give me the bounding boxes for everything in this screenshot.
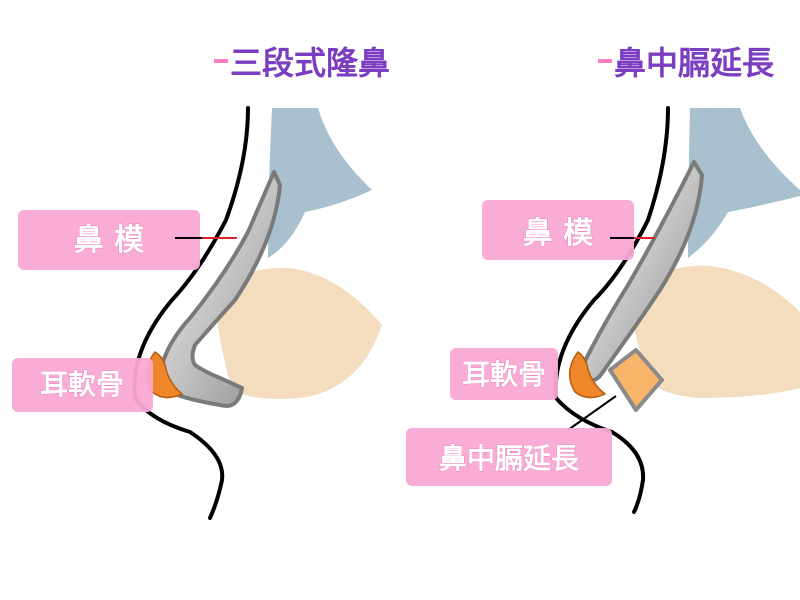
- right-label-cartilage-text: 耳軟骨: [462, 358, 546, 391]
- right-nasal-bone: [688, 108, 800, 258]
- right-label-cartilage: 耳軟骨: [450, 348, 558, 400]
- left-title-dash: [214, 59, 228, 63]
- left-label-implant-text: 鼻 模: [74, 223, 144, 258]
- left-title-text: 三段式隆鼻: [230, 44, 390, 82]
- right-soft-tissue: [630, 265, 800, 398]
- right-label-implant: 鼻 模: [482, 200, 634, 260]
- right-septal-graft: [608, 348, 664, 412]
- left-label-cartilage: 耳軟骨: [12, 358, 153, 412]
- right-panel: 鼻中膈延長 鼻 模 耳軟骨 鼻中膈延長: [406, 44, 800, 514]
- left-title: 三段式隆鼻: [214, 44, 390, 82]
- left-implant: [159, 170, 282, 408]
- left-label-implant: 鼻 模: [18, 210, 200, 270]
- right-label-implant-box: [482, 200, 634, 260]
- left-label-cartilage-box: [12, 358, 153, 412]
- left-soft-tissue: [215, 267, 382, 399]
- right-label-septal-text: 鼻中膈延長: [439, 442, 580, 475]
- left-label-cartilage-text: 耳軟骨: [40, 368, 124, 401]
- right-label-cartilage-box: [450, 348, 558, 400]
- right-graft-pointer: [567, 395, 617, 431]
- right-title: 鼻中膈延長: [598, 44, 775, 82]
- left-label-implant-box: [18, 210, 200, 270]
- right-ear-cartilage: [569, 350, 607, 399]
- right-label-septal-box: [406, 428, 612, 486]
- right-title-text: 鼻中膈延長: [614, 44, 775, 82]
- left-panel: 三段式隆鼻 鼻 模 耳軟骨: [12, 44, 390, 520]
- right-title-dash: [598, 59, 612, 63]
- left-nasal-bone: [268, 108, 372, 258]
- right-label-implant-text: 鼻 模: [523, 216, 593, 251]
- right-label-septal: 鼻中膈延長: [406, 428, 612, 486]
